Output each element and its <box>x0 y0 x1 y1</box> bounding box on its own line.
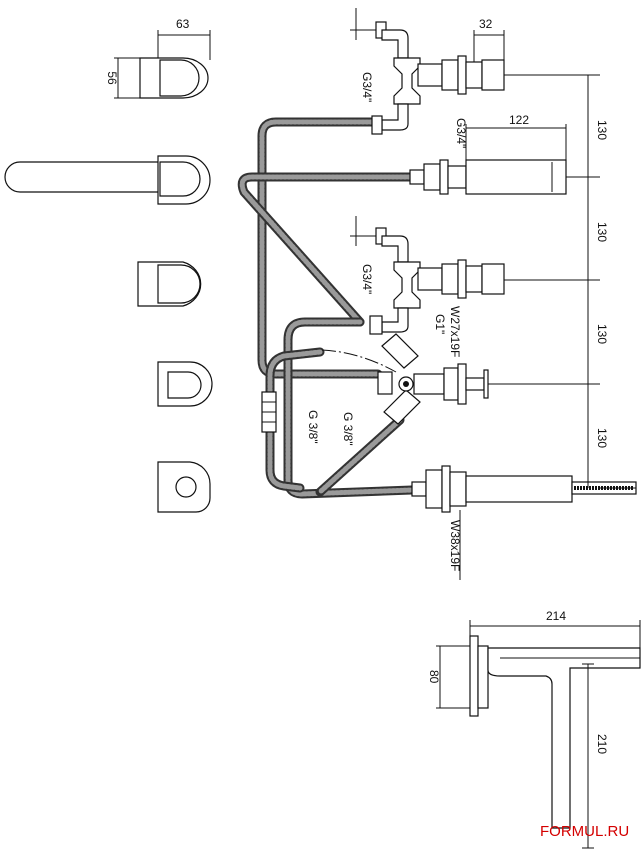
dim-handle-height: 56 <box>105 71 119 85</box>
diverter-assembly: G 3/8" G 3/8" <box>261 333 489 446</box>
thread-hose-right: G 3/8" <box>341 412 355 446</box>
diverter-handle-profile <box>157 361 213 407</box>
middle-valve-assembly: G3/4" W27x19F G1" <box>350 216 505 357</box>
thread-valve-top-lower: G3/4" <box>454 118 468 148</box>
spout-assembly: G3/4" 122 <box>409 113 567 195</box>
thread-diverter-inlet: G1" <box>433 314 447 334</box>
thread-shower-body: W38x19F <box>448 520 462 571</box>
top-valve-assembly: G3/4" 32 <box>350 8 505 135</box>
side-view-spout: 214 80 210 <box>427 609 641 849</box>
handle-profile-top: 63 56 <box>105 17 211 99</box>
thread-diverter-body: W27x19F <box>448 306 462 357</box>
dim-side-projection: 214 <box>546 609 566 623</box>
watermark: FORMUL.RU <box>540 823 629 840</box>
dim-spacing-2: 130 <box>595 222 609 242</box>
dim-valve-offset: 32 <box>479 17 493 31</box>
dim-side-drop: 210 <box>595 734 609 754</box>
thread-hose-left: G 3/8" <box>306 410 320 444</box>
vertical-spacing-dimensions: 130 130 130 130 <box>488 74 636 489</box>
dim-spacing-1: 130 <box>595 120 609 140</box>
flexible-hoses <box>237 117 417 499</box>
dim-spacing-4: 130 <box>595 428 609 448</box>
thread-valve-top: G3/4" <box>360 72 374 102</box>
dim-handle-width: 63 <box>176 17 190 31</box>
dim-side-height: 80 <box>427 670 441 684</box>
valve-handle-profile <box>137 261 202 307</box>
spout-handle-profile <box>4 155 211 205</box>
dim-spacing-3: 130 <box>595 324 609 344</box>
shower-assembly: W38x19F <box>411 465 637 580</box>
shower-holder-profile <box>157 461 211 513</box>
thread-valve-mid: G3/4" <box>360 264 374 294</box>
dim-spout-projection: 122 <box>509 113 529 127</box>
